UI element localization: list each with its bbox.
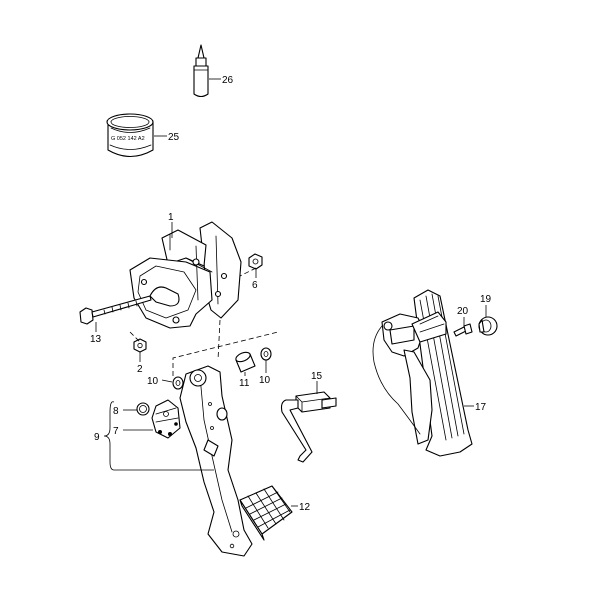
part-10-bushing-left [172,376,184,390]
callout-10b: 10 [259,375,271,386]
sleeve-marking: G 052 142 A2 [111,136,145,142]
callout-2: 2 [137,364,143,375]
callout-6: 6 [252,280,258,291]
group-9-bracket [103,401,214,471]
part-6-nut [248,253,263,270]
part-17-accelerator-pedal [372,289,473,457]
callout-17: 17 [475,402,487,413]
part-25-sleeve: G 052 142 A2 [106,113,154,158]
part-10-bushing-right [260,347,272,361]
callout-15: 15 [311,371,323,382]
part-11-shaft-sleeve [235,351,256,373]
callout-9: 9 [94,432,100,443]
part-2-nut [133,338,147,353]
part-8-o-ring [136,402,150,416]
callout-8: 8 [113,406,119,417]
part-15-switch [280,391,337,463]
callout-25: 25 [168,132,180,143]
part-13-hex-bolt [79,295,152,325]
callout-26: 26 [222,75,234,86]
part-26-grease-tube [193,44,209,98]
leader-10a [161,379,173,383]
part-brake-pedal-arm [179,365,253,557]
part-12-pedal-pad [239,485,293,541]
callout-10a: 10 [147,376,159,387]
callout-11: 11 [239,378,250,389]
part-19-cap [478,316,498,336]
callout-1: 1 [168,212,174,223]
callout-12: 12 [299,502,311,513]
part-1-pedal-bracket [129,221,242,329]
assembly-dashed-lines [129,267,279,376]
callout-13: 13 [90,334,102,345]
part-7-clip [151,399,181,439]
part-20-screw [453,323,473,337]
callout-19: 19 [480,294,492,305]
callout-7: 7 [113,426,119,437]
callout-20: 20 [457,306,469,317]
